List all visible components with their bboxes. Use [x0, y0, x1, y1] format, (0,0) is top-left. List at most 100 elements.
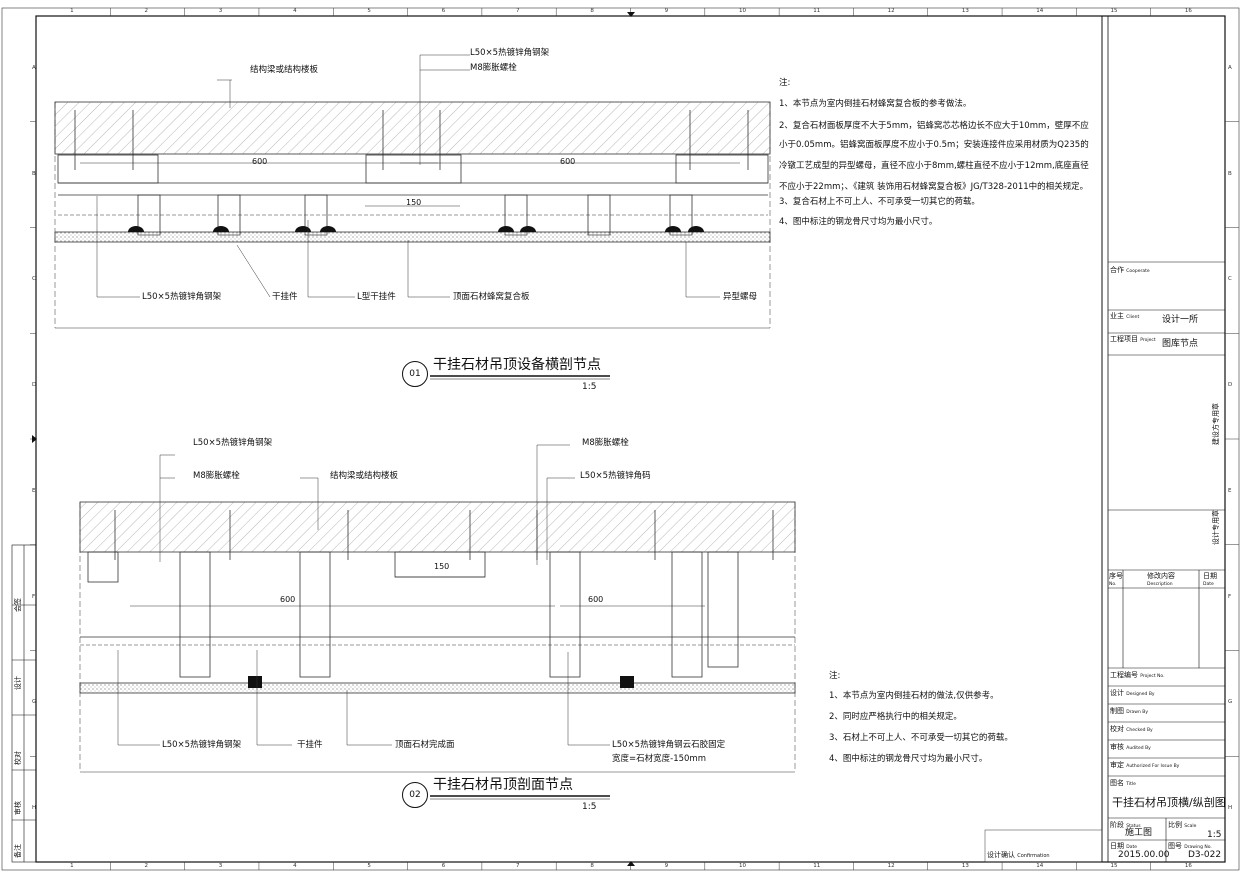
tb-authorized: 审定 Authorized For Issue By: [1110, 761, 1180, 769]
ruler-row-F-left: F: [32, 593, 36, 600]
note-01-6: 3、复合石材上不可上人、不可承受一切其它的荷载。: [779, 197, 980, 207]
ruler-col-7-bottom: 7: [516, 863, 520, 869]
strip-1: 设计: [14, 676, 22, 690]
center-mark-bottom: [627, 861, 635, 866]
tb-scale: 比例 Scale: [1168, 821, 1197, 829]
label-hanger-02: 干挂件: [297, 740, 323, 750]
ruler-col-11-top: 11: [813, 8, 821, 14]
label-glue-2-02: 宽度=石材宽度-150mm: [612, 754, 706, 764]
note-01-3: 小于0.05mm。铝蜂窝面板厚度不应小于0.5m；安装连接件应采用材质为Q235…: [779, 140, 1089, 150]
ruler-col-14-bottom: 14: [1036, 863, 1044, 869]
label-beam-02: 结构梁或结构楼板: [330, 471, 399, 481]
ruler-col-10-bottom: 10: [738, 863, 746, 869]
label-glue-1-02: L50×5热镀锌角钢云石胶固定: [612, 740, 726, 750]
dim-150-02: 150: [434, 562, 450, 571]
ruler-col-12-bottom: 12: [887, 863, 895, 869]
confirm-label: 设计确认 Confirmation: [987, 851, 1050, 859]
ruler-col-2-bottom: 2: [144, 863, 148, 869]
ruler-col-5-bottom: 5: [367, 863, 371, 869]
ruler-row-E-right: E: [1228, 487, 1232, 494]
left-strip-grid: [11, 544, 37, 863]
note-01-1: 1、本节点为室内倒挂石材蜂窝复合板的参考做法。: [779, 99, 972, 109]
ruler-col-7-top: 7: [516, 8, 520, 14]
tb-project-value: 图库节点: [1162, 339, 1199, 349]
tb-date: 日期 Date: [1110, 842, 1137, 850]
ruler-col-10-top: 10: [738, 8, 746, 14]
note-02-2: 2、同时应严格执行中的相关规定。: [829, 712, 962, 722]
ruler-row-G-right: G: [1228, 699, 1233, 706]
dim-150-01: 150: [406, 198, 422, 207]
ruler-col-1-top: 1: [70, 8, 74, 14]
ruler-row-B-right: B: [1228, 170, 1232, 177]
tb-date-value: 2015.00.00: [1118, 850, 1170, 860]
note-01-4: 冷镦工艺成型的异型螺母，直径不应小于8mm,螺柱直径不应小于12mm,底座直径: [779, 161, 1089, 171]
label-angle-bottom-01: L50×5热镀锌角钢架: [142, 292, 222, 302]
tb-audited: 审核 Audited By: [1110, 743, 1151, 751]
ruler-col-14-top: 14: [1036, 8, 1044, 14]
ruler-col-15-top: 15: [1110, 8, 1118, 14]
tb-scale-value: 1:5: [1207, 830, 1222, 840]
ruler-col-5-top: 5: [367, 8, 371, 14]
ruler-col-1-bottom: 1: [70, 863, 74, 869]
note-01-7: 4、图中标注的钢龙骨尺寸均为最小尺寸。: [779, 217, 938, 227]
dim-600-b-01: 600: [560, 157, 576, 166]
ruler-row-D-left: D: [32, 382, 37, 389]
detail-01-drawing: [54, 54, 771, 329]
ruler-col-4-bottom: 4: [293, 863, 297, 869]
ruler-col-15-bottom: 15: [1110, 863, 1118, 869]
tb-status: 阶段 Status: [1110, 821, 1141, 829]
ruler-col-13-top: 13: [961, 8, 969, 14]
label-bolt-top-01: M8膨胀螺栓: [470, 63, 517, 73]
ruler-col-12-top: 12: [887, 8, 895, 14]
note-01-5: 不应小于22mm；、《建筑 装饰用石材蜂窝复合板》JG/T328-2011中的相…: [779, 182, 1089, 192]
ruler-col-3-bottom: 3: [218, 863, 223, 869]
tb-status-value: 施工图: [1125, 828, 1153, 838]
slab-01: [54, 101, 771, 155]
strip-4: 备注: [14, 844, 22, 858]
detail-02-drawing: [79, 444, 796, 773]
strip-3: 审核: [14, 801, 22, 815]
ruler-row-A-right: A: [1228, 64, 1232, 71]
detail-01-number: 01: [402, 361, 428, 387]
dim-600-b-02: 600: [588, 595, 604, 604]
tb-drawn: 制图 Drawn By: [1110, 707, 1149, 715]
tb-title-value: 干挂石材吊顶横/纵剖图: [1112, 796, 1226, 809]
center-mark-left: [32, 435, 37, 443]
slab-02: [79, 501, 796, 553]
ruler-row-H-right: H: [1228, 805, 1233, 812]
detail-02-scale: 1:5: [582, 802, 597, 812]
ruler-row-F-right: F: [1228, 593, 1232, 600]
label-angle-top-01: L50×5热镀锌角钢架: [470, 48, 550, 58]
ruler-col-9-bottom: 9: [664, 863, 669, 869]
tb-drawing-no: 图号 Drawing No.: [1168, 842, 1212, 850]
panel-02: [79, 682, 796, 694]
dim-600-a-01: 600: [252, 157, 268, 166]
note-02-1: 1、本节点为室内倒挂石材的做法,仅供参考。: [829, 691, 999, 701]
label-finish-02: 顶面石材完成面: [395, 740, 455, 750]
tb-client-value: 设计一所: [1162, 315, 1199, 325]
ruler-row-C-left: C: [32, 276, 36, 283]
titleblock-grid: [1108, 261, 1225, 862]
ruler-row-B-left: B: [32, 170, 36, 177]
label-angle-bottom-02: L50×5热镀锌角钢架: [162, 740, 242, 750]
note-02-0: 注:: [829, 671, 841, 681]
detail-02-number: 02: [402, 782, 428, 808]
tb-project: 工程项目 Project: [1110, 335, 1156, 343]
detail-02-title: 干挂石材吊顶剖面节点: [433, 777, 573, 793]
ruler-col-2-top: 2: [144, 8, 148, 14]
detail-01-title: 干挂石材吊顶设备横剖节点: [433, 357, 601, 373]
tb-drawing-no-value: D3-022: [1188, 850, 1222, 860]
strip-2: 校对: [14, 751, 22, 765]
note-02-3: 3、石材上不可上人、不可承受一切其它的荷载。: [829, 733, 1013, 743]
tb-checked: 校对 Checked By: [1110, 725, 1153, 733]
label-angle-frame-02: L50×5热镀锌角钢架: [193, 438, 273, 448]
ruler-col-11-bottom: 11: [813, 863, 821, 869]
center-mark-top: [627, 12, 635, 17]
label-angle-code-02: L50×5热镀锌角码: [580, 471, 651, 481]
ruler-col-3-top: 3: [218, 8, 223, 14]
ruler-row-G-left: G: [32, 699, 37, 706]
ruler-row-H-left: H: [32, 805, 37, 812]
